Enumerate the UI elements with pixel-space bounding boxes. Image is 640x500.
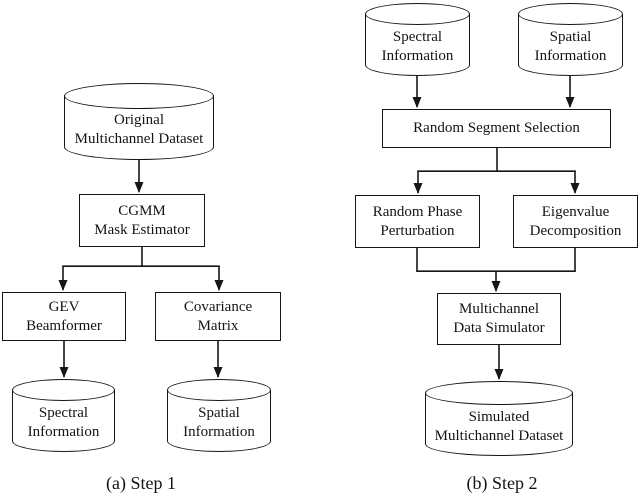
node-label: Eigenvalue Decomposition <box>529 203 622 239</box>
cylinder-top-ellipse <box>167 379 271 401</box>
node-label: Original Multichannel Dataset <box>74 112 204 148</box>
node-label: Spectral Information <box>27 404 100 440</box>
cylinder-simulated-multichannel-dataset: Simulated Multichannel Dataset <box>425 381 573 456</box>
node-label: Random Phase Perturbation <box>372 203 463 239</box>
node-label: CGMM Mask Estimator <box>94 202 190 238</box>
cylinder-spatial-information-step1: Spatial Information <box>167 379 271 452</box>
box-multichannel-data-simulator: Multichannel Data Simulator <box>437 293 561 345</box>
cylinder-body <box>64 96 214 160</box>
node-label: Multichannel Data Simulator <box>453 301 545 336</box>
box-random-segment-selection: Random Segment Selection <box>382 109 611 148</box>
box-cgmm-mask-estimator: CGMM Mask Estimator <box>79 194 205 247</box>
cylinder-spectral-information-step1: Spectral Information <box>12 379 115 452</box>
box-eigenvalue-decomposition: Eigenvalue Decomposition <box>513 195 638 248</box>
box-gev-beamformer: GEV Beamformer <box>2 292 126 341</box>
node-label: Simulated Multichannel Dataset <box>434 408 564 444</box>
cylinder-top-ellipse <box>518 3 623 25</box>
caption-step-2: (b) Step 2 <box>466 473 538 493</box>
cylinder-top-ellipse <box>12 379 115 401</box>
node-label: Covariance Matrix <box>183 298 253 334</box>
caption-step-1: (a) Step 1 <box>106 473 176 493</box>
node-label: GEV Beamformer <box>26 298 102 334</box>
cylinder-spectral-information-step2: Spectral Information <box>365 3 470 76</box>
node-label: Spectral Information <box>381 28 454 64</box>
box-covariance-matrix: Covariance Matrix <box>155 292 281 341</box>
cylinder-spatial-information-step2: Spatial Information <box>518 3 623 76</box>
node-label: Spatial Information <box>534 28 607 64</box>
cylinder-original-multichannel-dataset: Original Multichannel Dataset <box>64 83 214 160</box>
cylinder-top-ellipse <box>64 83 214 109</box>
node-label: Random Segment Selection <box>413 120 580 136</box>
cylinder-top-ellipse <box>425 381 573 405</box>
node-label: Spatial Information <box>183 404 255 440</box>
box-random-phase-perturbation: Random Phase Perturbation <box>355 195 480 248</box>
cylinder-top-ellipse <box>365 3 470 25</box>
